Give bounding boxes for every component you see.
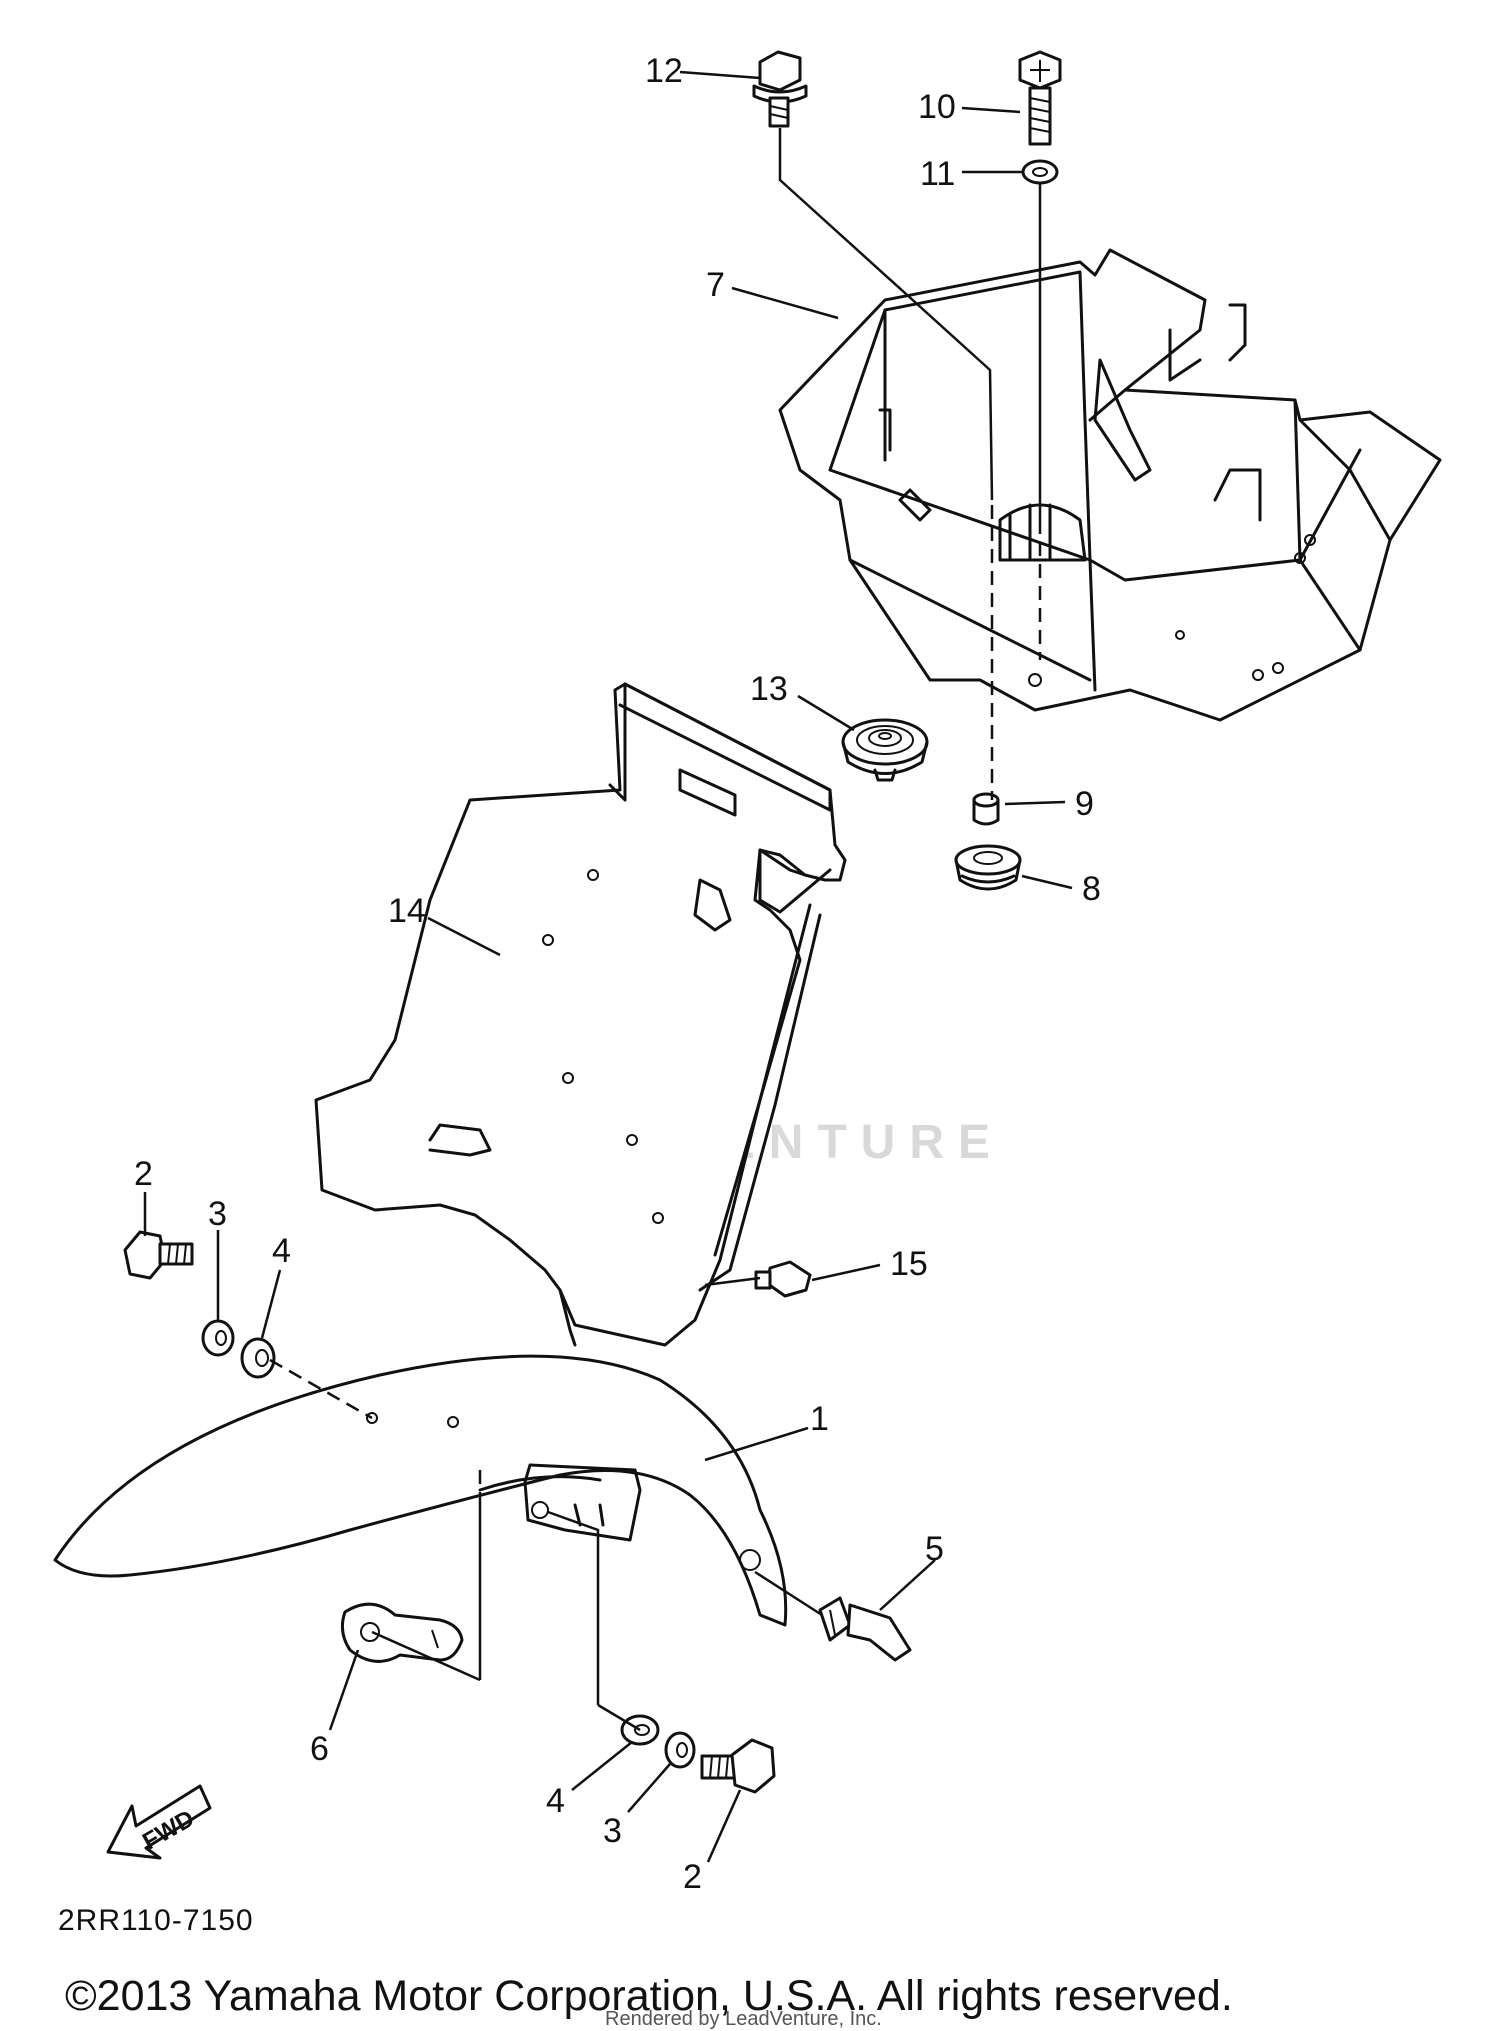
part-14-inner-panel — [314, 682, 847, 1347]
callout-8: 8 — [1082, 870, 1101, 908]
callout-10: 10 — [918, 88, 956, 126]
callout-4-lower: 4 — [546, 1782, 565, 1820]
part-7-battery-box — [778, 248, 1442, 722]
callout-7: 7 — [706, 266, 725, 304]
part-3-lock-washer-lower — [664, 1731, 696, 1769]
callout-2-upper: 2 — [134, 1155, 153, 1193]
part-12-bolt — [752, 50, 808, 128]
part-13-grommet — [841, 718, 929, 782]
callout-3-lower: 3 — [603, 1812, 622, 1850]
callout-5: 5 — [925, 1530, 944, 1568]
callout-6: 6 — [310, 1730, 329, 1768]
assembly-lines — [269, 128, 1042, 1732]
callout-leaders — [143, 70, 1073, 1863]
callout-1: 1 — [810, 1400, 829, 1438]
callout-13: 13 — [750, 670, 788, 708]
diagram-code: 2RR110-7150 — [58, 1904, 254, 1937]
callout-3-upper: 3 — [208, 1195, 227, 1233]
part-8-grommet — [954, 844, 1022, 891]
part-10-bolt — [1018, 50, 1062, 146]
part-2-bolt-upper — [123, 1230, 194, 1280]
callout-9: 9 — [1075, 785, 1094, 823]
part-9-collar — [972, 792, 1000, 826]
part-11-washer — [1021, 159, 1059, 185]
part-3-lock-washer-upper — [201, 1319, 235, 1357]
callouts: 12 10 11 7 13 9 8 14 2 3 4 15 1 5 6 4 3 … — [134, 52, 1101, 1896]
part-1-front-fender — [53, 1354, 788, 1627]
callout-15: 15 — [890, 1245, 928, 1283]
part-4-washer-upper — [240, 1337, 276, 1379]
callout-2-lower: 2 — [683, 1858, 702, 1896]
rendered-by-text: Rendered by LeadVenture, Inc. — [605, 2008, 882, 2030]
part-2-bolt-lower — [700, 1738, 776, 1794]
callout-4-upper: 4 — [272, 1232, 291, 1270]
part-15-screw — [754, 1260, 812, 1298]
callout-14: 14 — [388, 892, 426, 930]
callout-11: 11 — [920, 155, 955, 193]
copyright-text: ©2013 Yamaha Motor Corporation, U.S.A. A… — [65, 1972, 1233, 2020]
part-5-fitting — [818, 1596, 912, 1662]
callout-12: 12 — [645, 52, 683, 90]
fwd-arrow-icon: FWD — [106, 1784, 212, 1860]
part-6-bracket — [340, 1602, 464, 1663]
